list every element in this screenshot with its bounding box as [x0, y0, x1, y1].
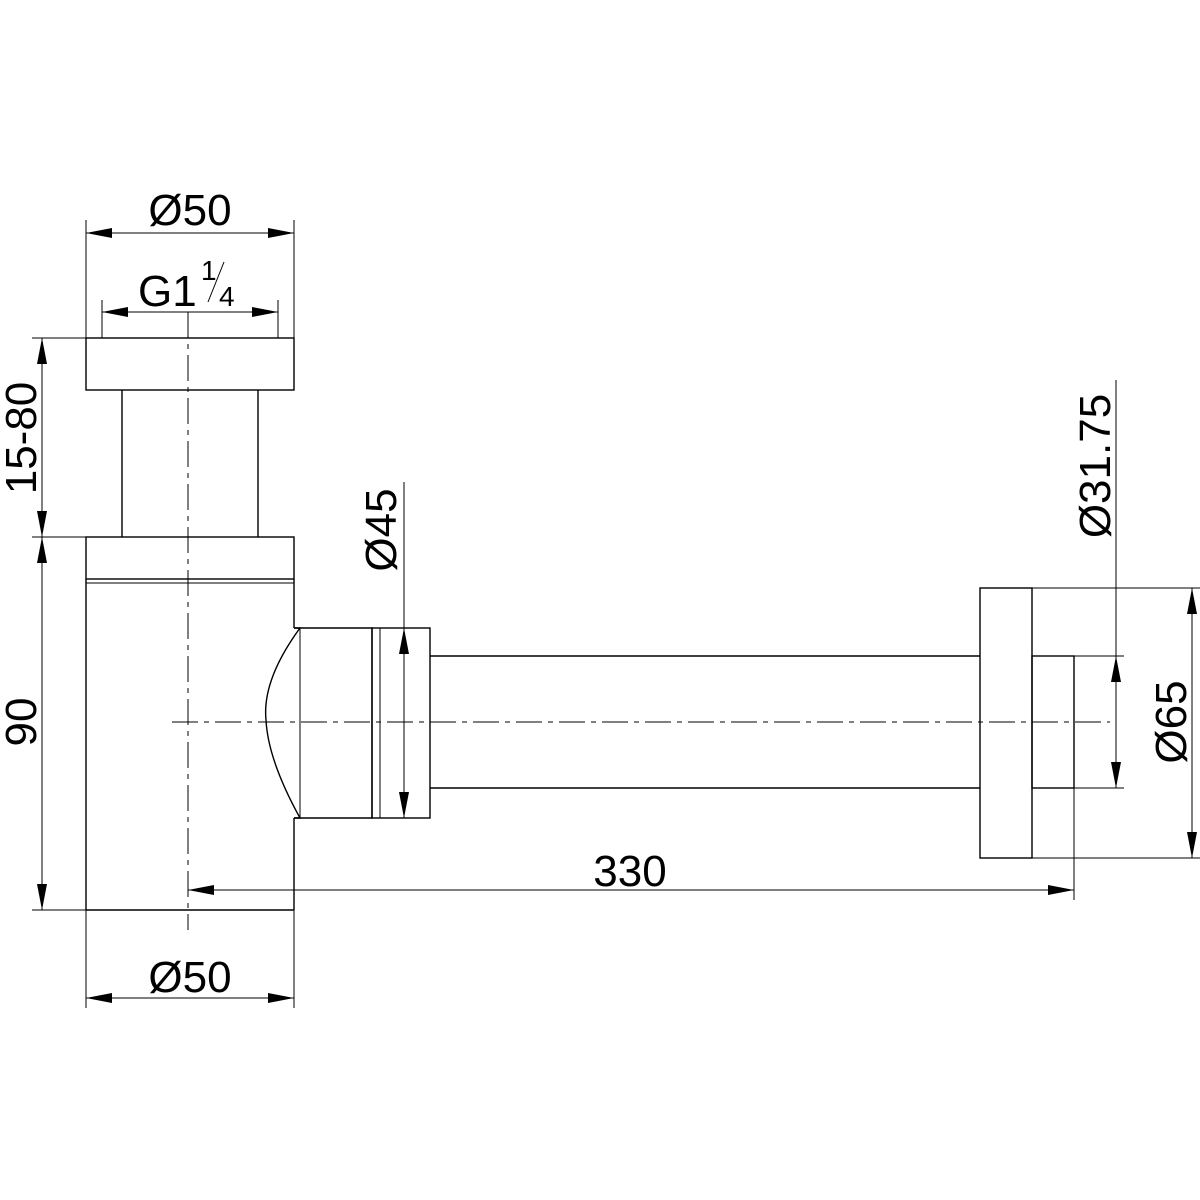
outlet-elbow — [264, 627, 373, 819]
outlet-diameter-label: Ø45 — [357, 488, 406, 571]
dim-outlet-diameter: Ø45 — [357, 482, 409, 818]
body-height-label: 90 — [0, 698, 46, 747]
dim-body-height: 90 — [0, 537, 86, 911]
adjustable-stem — [121, 390, 259, 537]
thread-denominator: 4 — [219, 281, 235, 312]
length-label: 330 — [593, 847, 666, 896]
wall-pipe-diameter-label: Ø31.75 — [1071, 394, 1120, 538]
dim-flange-diameter: Ø65 — [1032, 587, 1200, 859]
top-diameter-label: Ø50 — [148, 186, 231, 235]
dim-thread: G1 1 4 — [101, 255, 279, 338]
centerlines — [172, 312, 1110, 930]
flange-diameter-label: Ø65 — [1147, 680, 1196, 763]
horizontal-pipe — [430, 655, 980, 789]
thread-numerator: 1 — [201, 255, 217, 286]
dim-bottom-diameter: Ø50 — [85, 910, 295, 1008]
thread-label: G1 — [138, 267, 197, 316]
dim-length: 330 — [188, 788, 1075, 900]
bottom-diameter-label: Ø50 — [148, 953, 231, 1002]
dim-adjust-range: 15-80 — [0, 337, 86, 538]
outlet-nut — [371, 627, 431, 819]
trap-body — [85, 536, 295, 911]
adjust-range-label: 15-80 — [0, 382, 46, 495]
dim-wall-pipe-diameter: Ø31.75 — [1071, 380, 1124, 789]
dim-top-diameter: Ø50 — [85, 186, 295, 338]
wall-flange — [979, 587, 1033, 859]
top-cap — [85, 337, 295, 391]
